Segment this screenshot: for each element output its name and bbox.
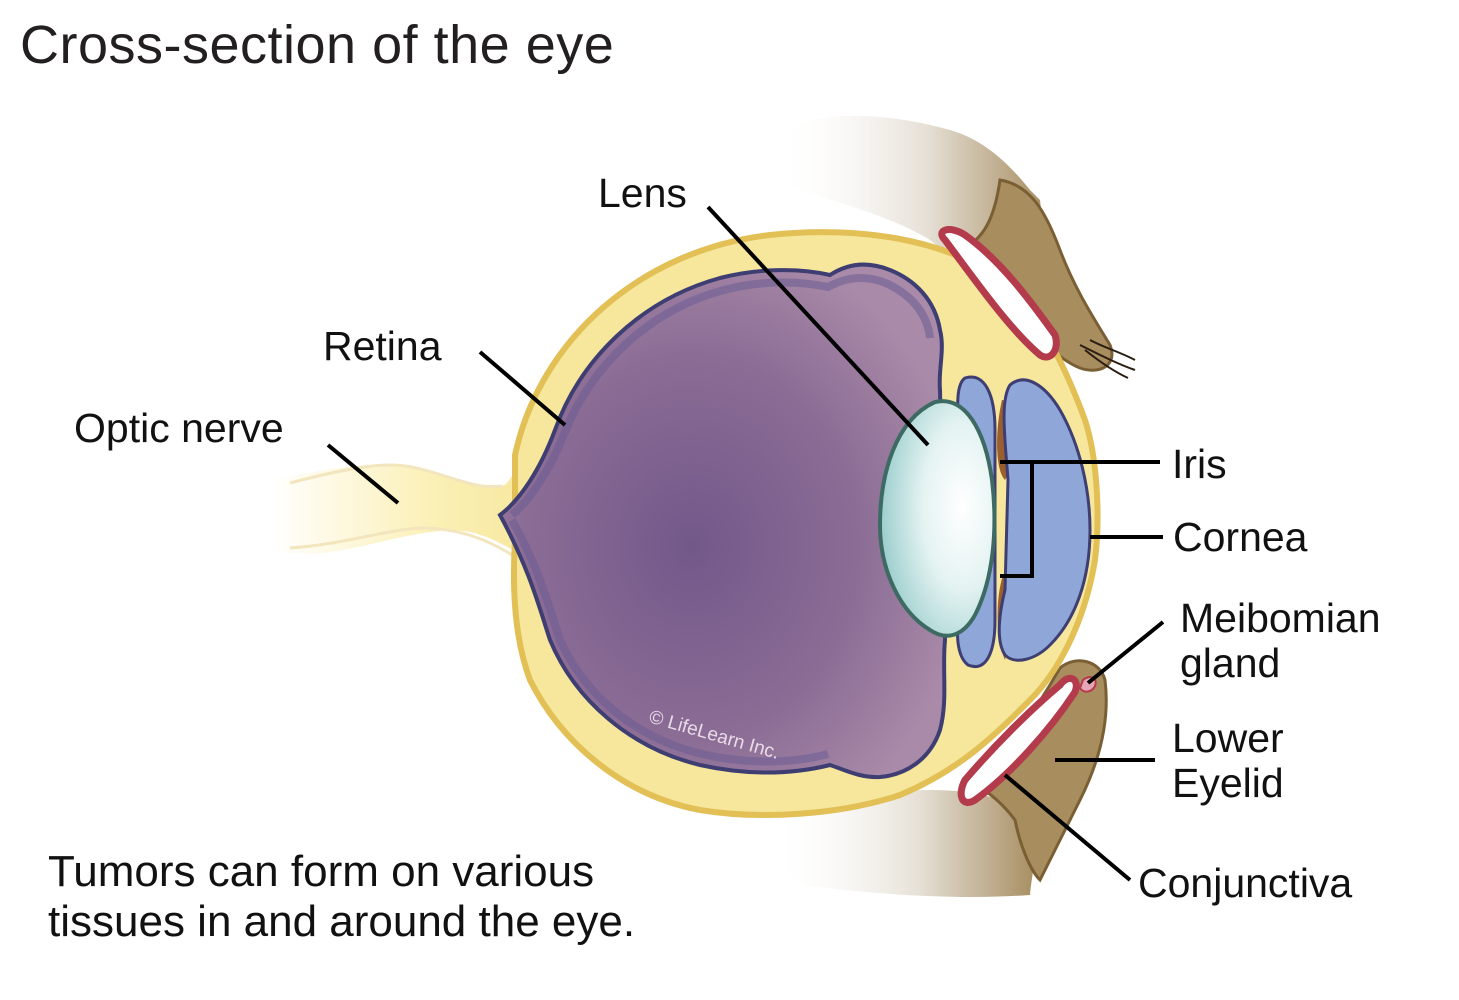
leader-retina [478, 350, 567, 427]
leader-optic-nerve [326, 443, 400, 505]
lower-eyelid-skin [770, 790, 1040, 897]
conjunctiva-lower [957, 674, 1080, 806]
label-meibomian-2: gland [1180, 640, 1280, 686]
label-optic-nerve: Optic nerve [74, 405, 284, 451]
optic-nerve [270, 425, 545, 560]
leader-meibomian [1086, 620, 1165, 685]
diagram-title: Cross-section of the eye [20, 15, 615, 75]
label-lens: Lens [598, 170, 687, 216]
caption-line-1: Tumors can form on various [48, 847, 594, 896]
label-conjunctiva: Conjunctiva [1138, 860, 1352, 906]
label-cornea: Cornea [1173, 514, 1308, 560]
vitreous-body [497, 262, 948, 780]
retina-layer [509, 274, 934, 519]
anterior-chamber [997, 378, 1092, 662]
leader-iris [1000, 460, 1160, 578]
label-iris: Iris [1172, 441, 1227, 487]
label-lower-eyelid-2: Eyelid [1172, 760, 1284, 806]
lens [877, 399, 997, 638]
caption-line-2: tissues in and around the eye. [48, 897, 635, 946]
conjunctiva-upper [938, 226, 1060, 361]
label-retina: Retina [323, 323, 442, 369]
leader-conjunctiva [1003, 773, 1132, 882]
label-meibomian-1: Meibomian [1180, 595, 1381, 641]
label-lower-eyelid-1: Lower [1172, 715, 1284, 761]
leader-lens [706, 205, 930, 447]
eyelashes [1079, 344, 1136, 371]
